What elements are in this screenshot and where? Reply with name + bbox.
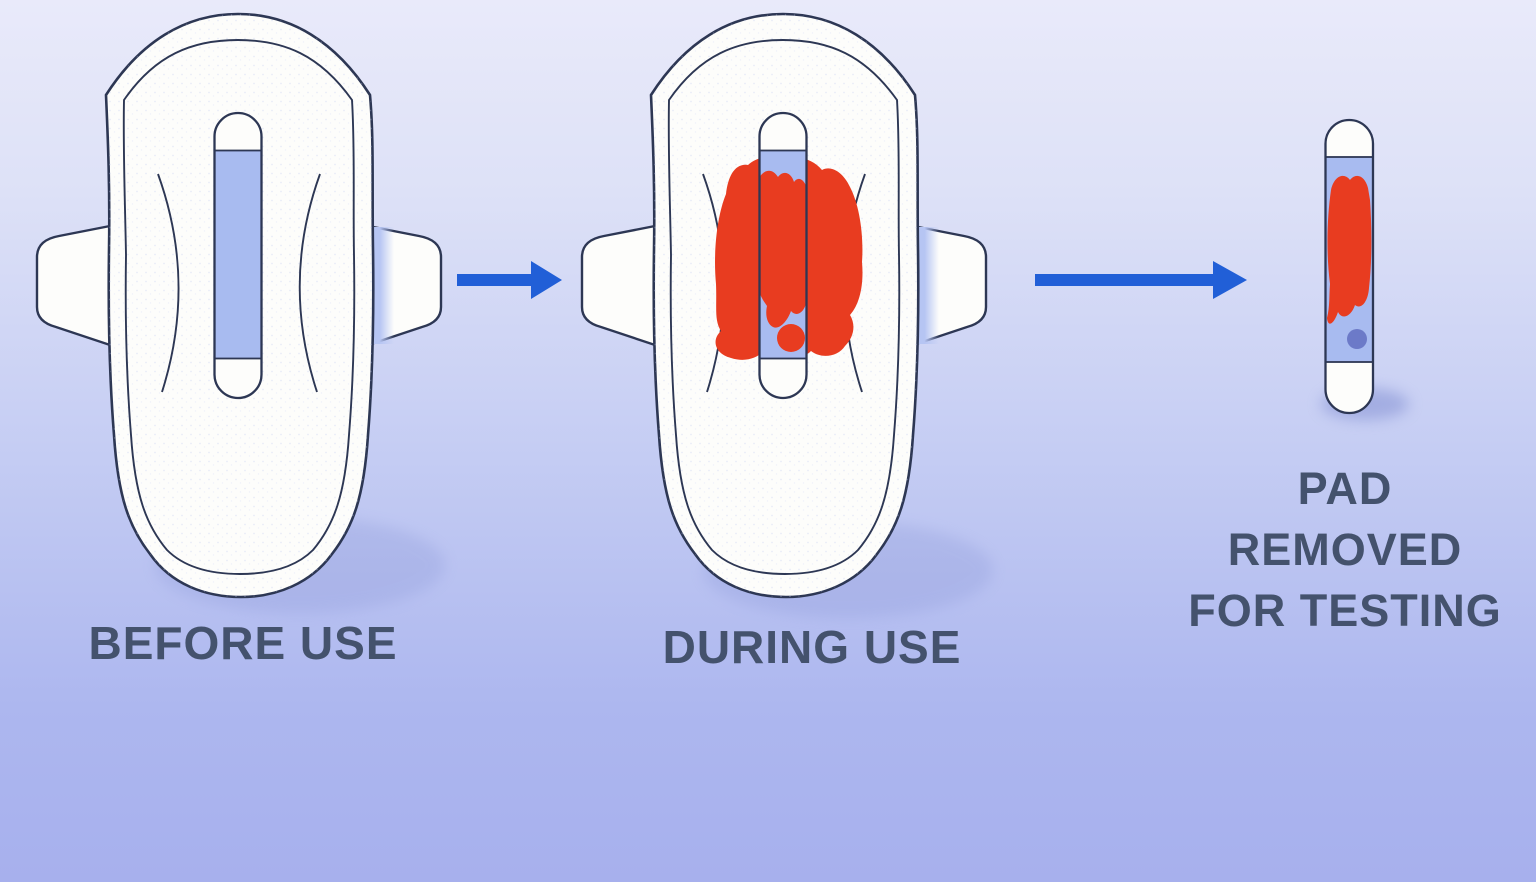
- blood-stain-on-removed-strip: [1327, 175, 1372, 324]
- stage-label-line: REMOVED: [1227, 524, 1463, 575]
- stage-label-line: PAD: [1297, 463, 1393, 514]
- blood-stain-on-strip: [759, 170, 807, 328]
- stage-label-line: FOR TESTING: [1188, 585, 1502, 636]
- blood-drop: [777, 324, 805, 352]
- pad-before-illustration: [37, 14, 441, 597]
- arrow-right-icon: [1035, 261, 1247, 299]
- arrow-right-icon: [457, 261, 562, 299]
- pad-during-illustration: [582, 14, 986, 597]
- stage-label-before-use: BEFORE USE: [88, 617, 398, 669]
- stage-label-pad-removed: PAD REMOVED FOR TESTING: [1155, 458, 1535, 641]
- stage-label-during-use: DURING USE: [662, 621, 962, 673]
- test-strip-removed-illustration: [1324, 118, 1375, 415]
- indicator-dot: [1347, 329, 1367, 349]
